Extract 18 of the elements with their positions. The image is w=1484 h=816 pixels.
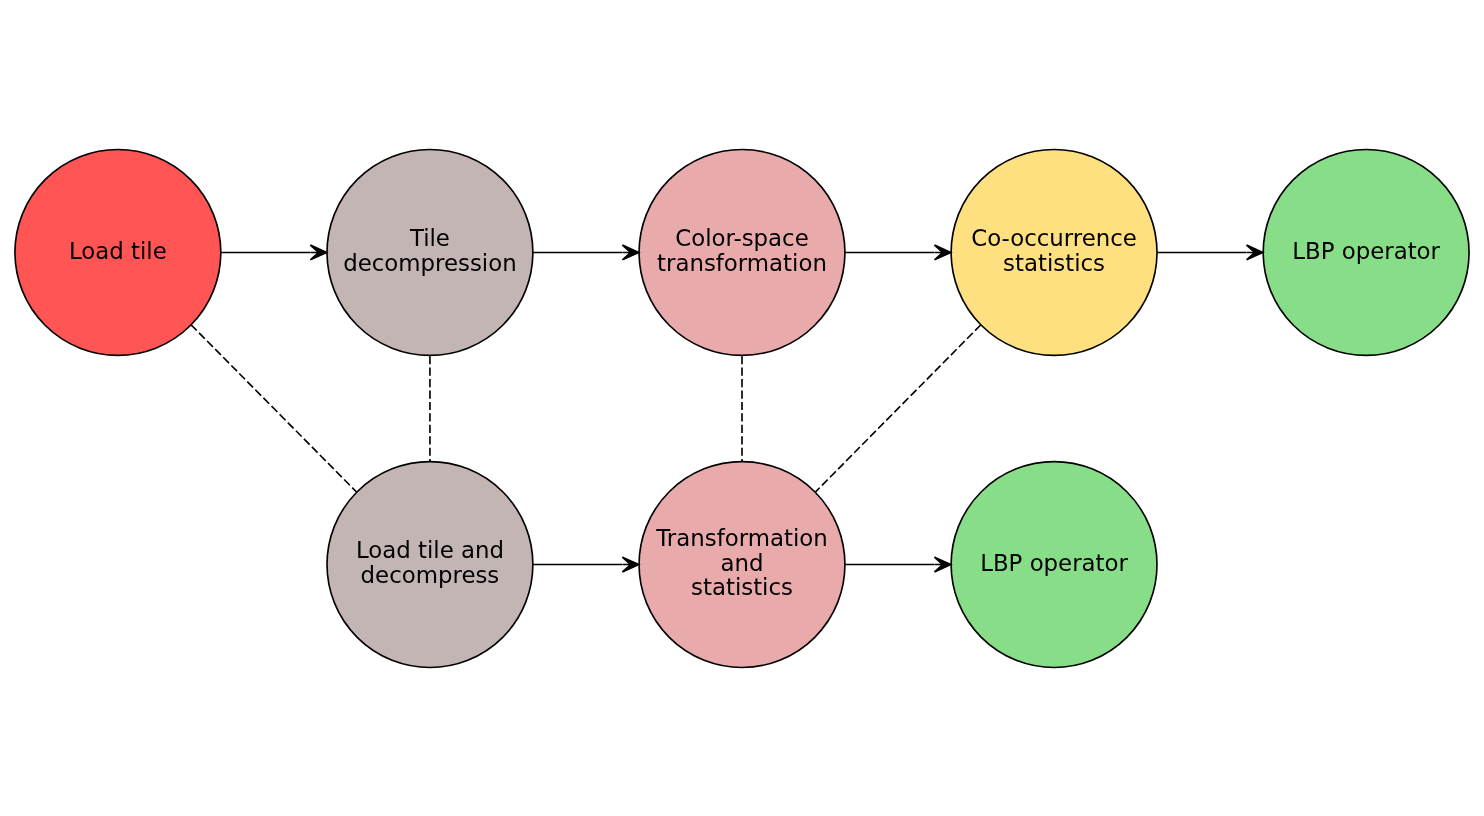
connector: [814, 323, 982, 493]
connector: [429, 354, 431, 462]
node-circle: Load tile and decompress: [326, 460, 534, 668]
node-circle: Co-occurrence statistics: [950, 148, 1158, 356]
arrow: [1156, 243, 1264, 261]
connector: [741, 354, 743, 462]
node-circle: Color-space transformation: [638, 148, 846, 356]
arrow: [532, 555, 640, 573]
node-circle: Load tile: [14, 148, 222, 356]
node-circle: Transformation and statistics: [638, 460, 846, 668]
node-circle: Tile decompression: [326, 148, 534, 356]
arrow: [844, 555, 952, 573]
connector: [190, 323, 358, 493]
node-circle: LBP operator: [950, 460, 1158, 668]
arrow: [220, 243, 328, 261]
arrow: [844, 243, 952, 261]
arrow: [532, 243, 640, 261]
node-circle: LBP operator: [1262, 148, 1470, 356]
